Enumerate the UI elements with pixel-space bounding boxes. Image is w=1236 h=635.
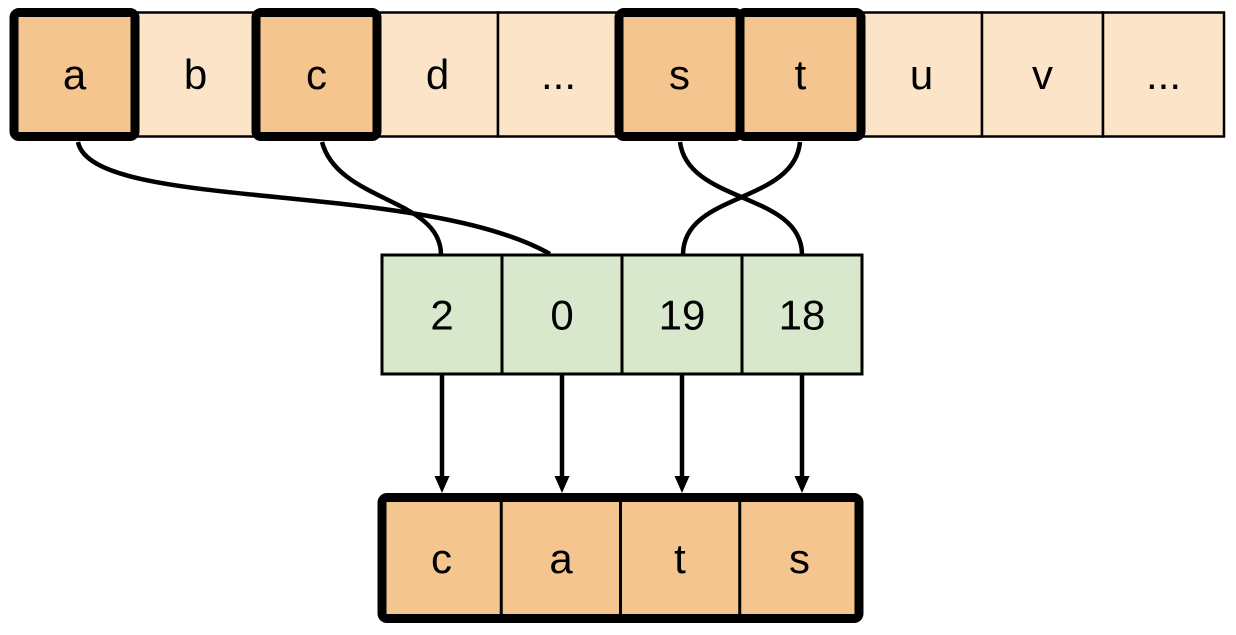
alphabet-label-a: a bbox=[63, 51, 87, 98]
alphabet-cell-b bbox=[133, 11, 258, 138]
index-value-1: 0 bbox=[550, 292, 573, 339]
alphabet-array: a b c d ... s t u v ... bbox=[9, 8, 1226, 141]
alphabet-label-u: u bbox=[910, 51, 933, 98]
output-letter-2: t bbox=[674, 535, 686, 582]
alphabet-cell-t-highlighted bbox=[735, 8, 866, 141]
index-value-3: 18 bbox=[779, 292, 826, 339]
alphabet-label-t: t bbox=[795, 51, 807, 98]
arrowhead-icon-0 bbox=[434, 476, 450, 493]
alphabet-cell-ellipsis-1 bbox=[496, 11, 621, 138]
index-to-output-arrows bbox=[434, 375, 810, 493]
arrowhead-icon-3 bbox=[794, 476, 810, 493]
output-letter-0: c bbox=[431, 535, 452, 582]
connector-c-to-index-2 bbox=[319, 141, 444, 255]
index-cell-3 bbox=[740, 253, 864, 376]
alphabet-label-ellipsis-1: ... bbox=[541, 51, 576, 98]
alphabet-label-d: d bbox=[426, 51, 449, 98]
alphabet-cell-d bbox=[375, 11, 500, 138]
alphabet-label-ellipsis-2: ... bbox=[1146, 51, 1181, 98]
arrowhead-icon-1 bbox=[554, 476, 570, 493]
connector-a-to-index-0 bbox=[75, 141, 552, 256]
output-letter-1: a bbox=[549, 535, 573, 582]
index-array: 2 0 19 18 bbox=[380, 253, 864, 376]
index-cell-0 bbox=[380, 253, 504, 376]
alphabet-label-v: v bbox=[1032, 51, 1053, 98]
alphabet-label-s: s bbox=[669, 51, 690, 98]
arrowhead-icon-2 bbox=[674, 476, 690, 493]
alphabet-cell-ellipsis-2 bbox=[1101, 11, 1226, 138]
index-cell-2 bbox=[620, 253, 744, 376]
output-array: c a t s bbox=[377, 493, 864, 623]
index-value-2: 19 bbox=[659, 292, 706, 339]
output-letter-3: s bbox=[789, 535, 810, 582]
connector-t-to-index-19 bbox=[680, 141, 803, 255]
alphabet-cell-v bbox=[980, 11, 1105, 138]
letter-to-index-connectors bbox=[75, 141, 805, 256]
index-value-0: 2 bbox=[430, 292, 453, 339]
alphabet-cell-c-highlighted bbox=[251, 8, 382, 141]
alphabet-label-c: c bbox=[306, 51, 327, 98]
alphabet-label-b: b bbox=[184, 51, 207, 98]
alphabet-cell-a-highlighted bbox=[9, 8, 140, 141]
